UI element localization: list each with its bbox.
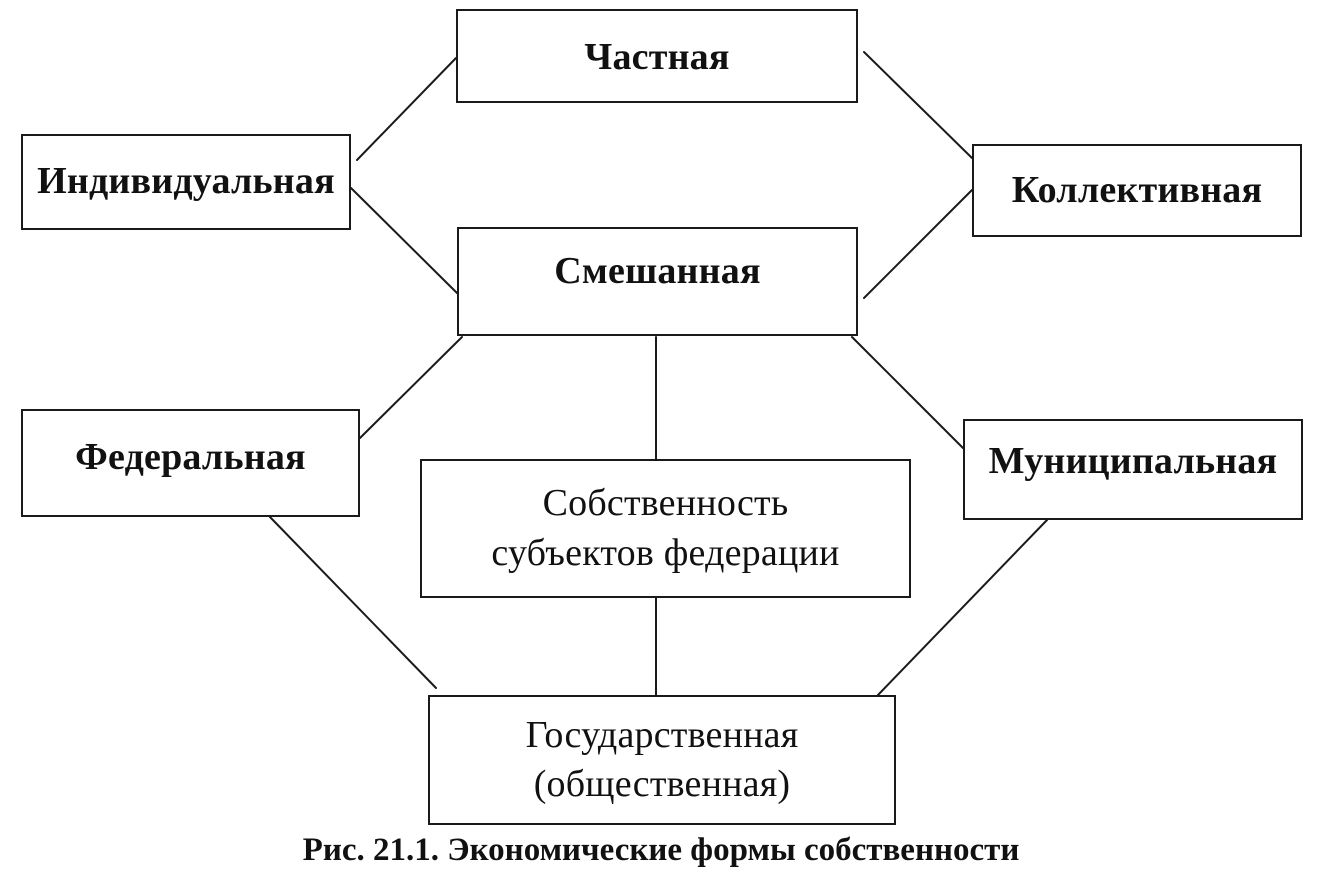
node-federation-subjects-line1: Собственность [542,482,789,525]
edge-mixed-federal [359,336,463,439]
node-municipal-label: Муниципальная [988,440,1278,482]
node-mixed: Смешанная [457,227,858,336]
node-mixed-label: Смешанная [554,250,761,292]
node-municipal: Муниципальная [963,419,1303,520]
node-individual: Индивидуальная [21,134,351,230]
node-state-line1: Государственная [525,713,799,756]
node-federation-subjects-line2: субъектов федерации [491,531,840,574]
node-individual-label: Индивидуальная [37,160,335,203]
node-private-label: Частная [584,36,730,78]
edge-individual-private [356,57,457,161]
node-federation-subjects: Собственность субъектов федерации [420,459,911,598]
node-collective: Коллективная [972,144,1302,237]
node-collective-label: Коллективная [1011,168,1263,211]
figure-caption: Рис. 21.1. Экономические формы собственн… [302,832,1020,868]
edge-collective-mixed [863,189,973,299]
node-federal-label: Федеральная [75,436,306,478]
node-federal: Федеральная [21,409,360,517]
node-private: Частная [456,9,858,103]
edge-federal-state [269,516,437,689]
edge-individual-mixed [350,187,458,294]
edge-municipal-state [877,519,1048,696]
edge-private-collective [863,51,973,159]
node-state-line2: (общественная) [533,763,791,805]
edge-mixed-municipal [851,336,964,449]
node-state: Государственная (общественная) [428,695,896,825]
